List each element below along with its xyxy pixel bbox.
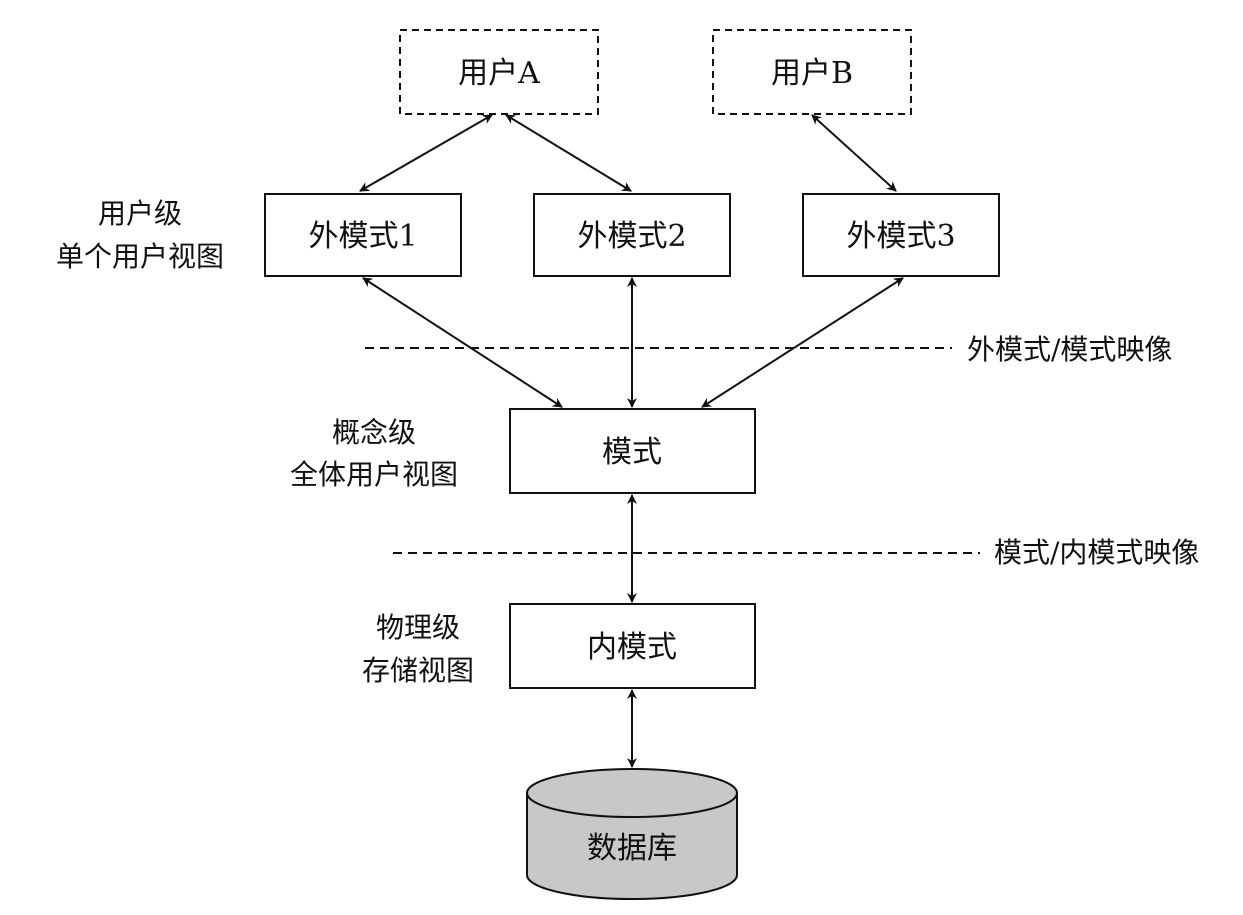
physical-level-title: 物理级 xyxy=(376,611,460,644)
external-schema-1-node: 外模式1 xyxy=(264,193,462,277)
internal-schema-label: 内模式 xyxy=(587,630,677,665)
user-level-subtitle: 单个用户视图 xyxy=(56,240,224,273)
user-b-label: 用户B xyxy=(771,56,853,91)
arrow-user-a-external-1 xyxy=(359,114,493,192)
arrow-external-1-conceptual xyxy=(362,277,563,408)
database-label: 数据库 xyxy=(587,831,677,866)
conceptual-schema-node: 模式 xyxy=(509,408,756,494)
arrow-external-3-conceptual xyxy=(701,277,904,408)
conceptual-level-subtitle: 全体用户视图 xyxy=(290,458,458,491)
user-a-node: 用户A xyxy=(399,29,599,115)
conceptual-schema-label: 模式 xyxy=(602,435,662,470)
user-a-label: 用户A xyxy=(458,56,540,91)
internal-schema-node: 内模式 xyxy=(509,603,756,689)
arrow-user-a-external-2 xyxy=(505,114,632,192)
physical-level-subtitle: 存储视图 xyxy=(362,654,474,687)
external-conceptual-mapping-label: 外模式/模式映像 xyxy=(967,333,1172,366)
external-schema-2-node: 外模式2 xyxy=(533,193,731,277)
external-schema-1-label: 外模式1 xyxy=(308,219,417,254)
conceptual-internal-mapping-label: 模式/内模式映像 xyxy=(994,536,1199,569)
external-schema-2-label: 外模式2 xyxy=(577,219,686,254)
user-level-title: 用户级 xyxy=(98,197,182,230)
user-b-node: 用户B xyxy=(712,29,912,115)
database-cylinder: 数据库 xyxy=(526,768,738,900)
conceptual-level-title: 概念级 xyxy=(332,416,416,449)
external-schema-3-node: 外模式3 xyxy=(802,193,1000,277)
external-schema-3-label: 外模式3 xyxy=(846,219,955,254)
arrow-user-b-external-3 xyxy=(811,114,897,192)
